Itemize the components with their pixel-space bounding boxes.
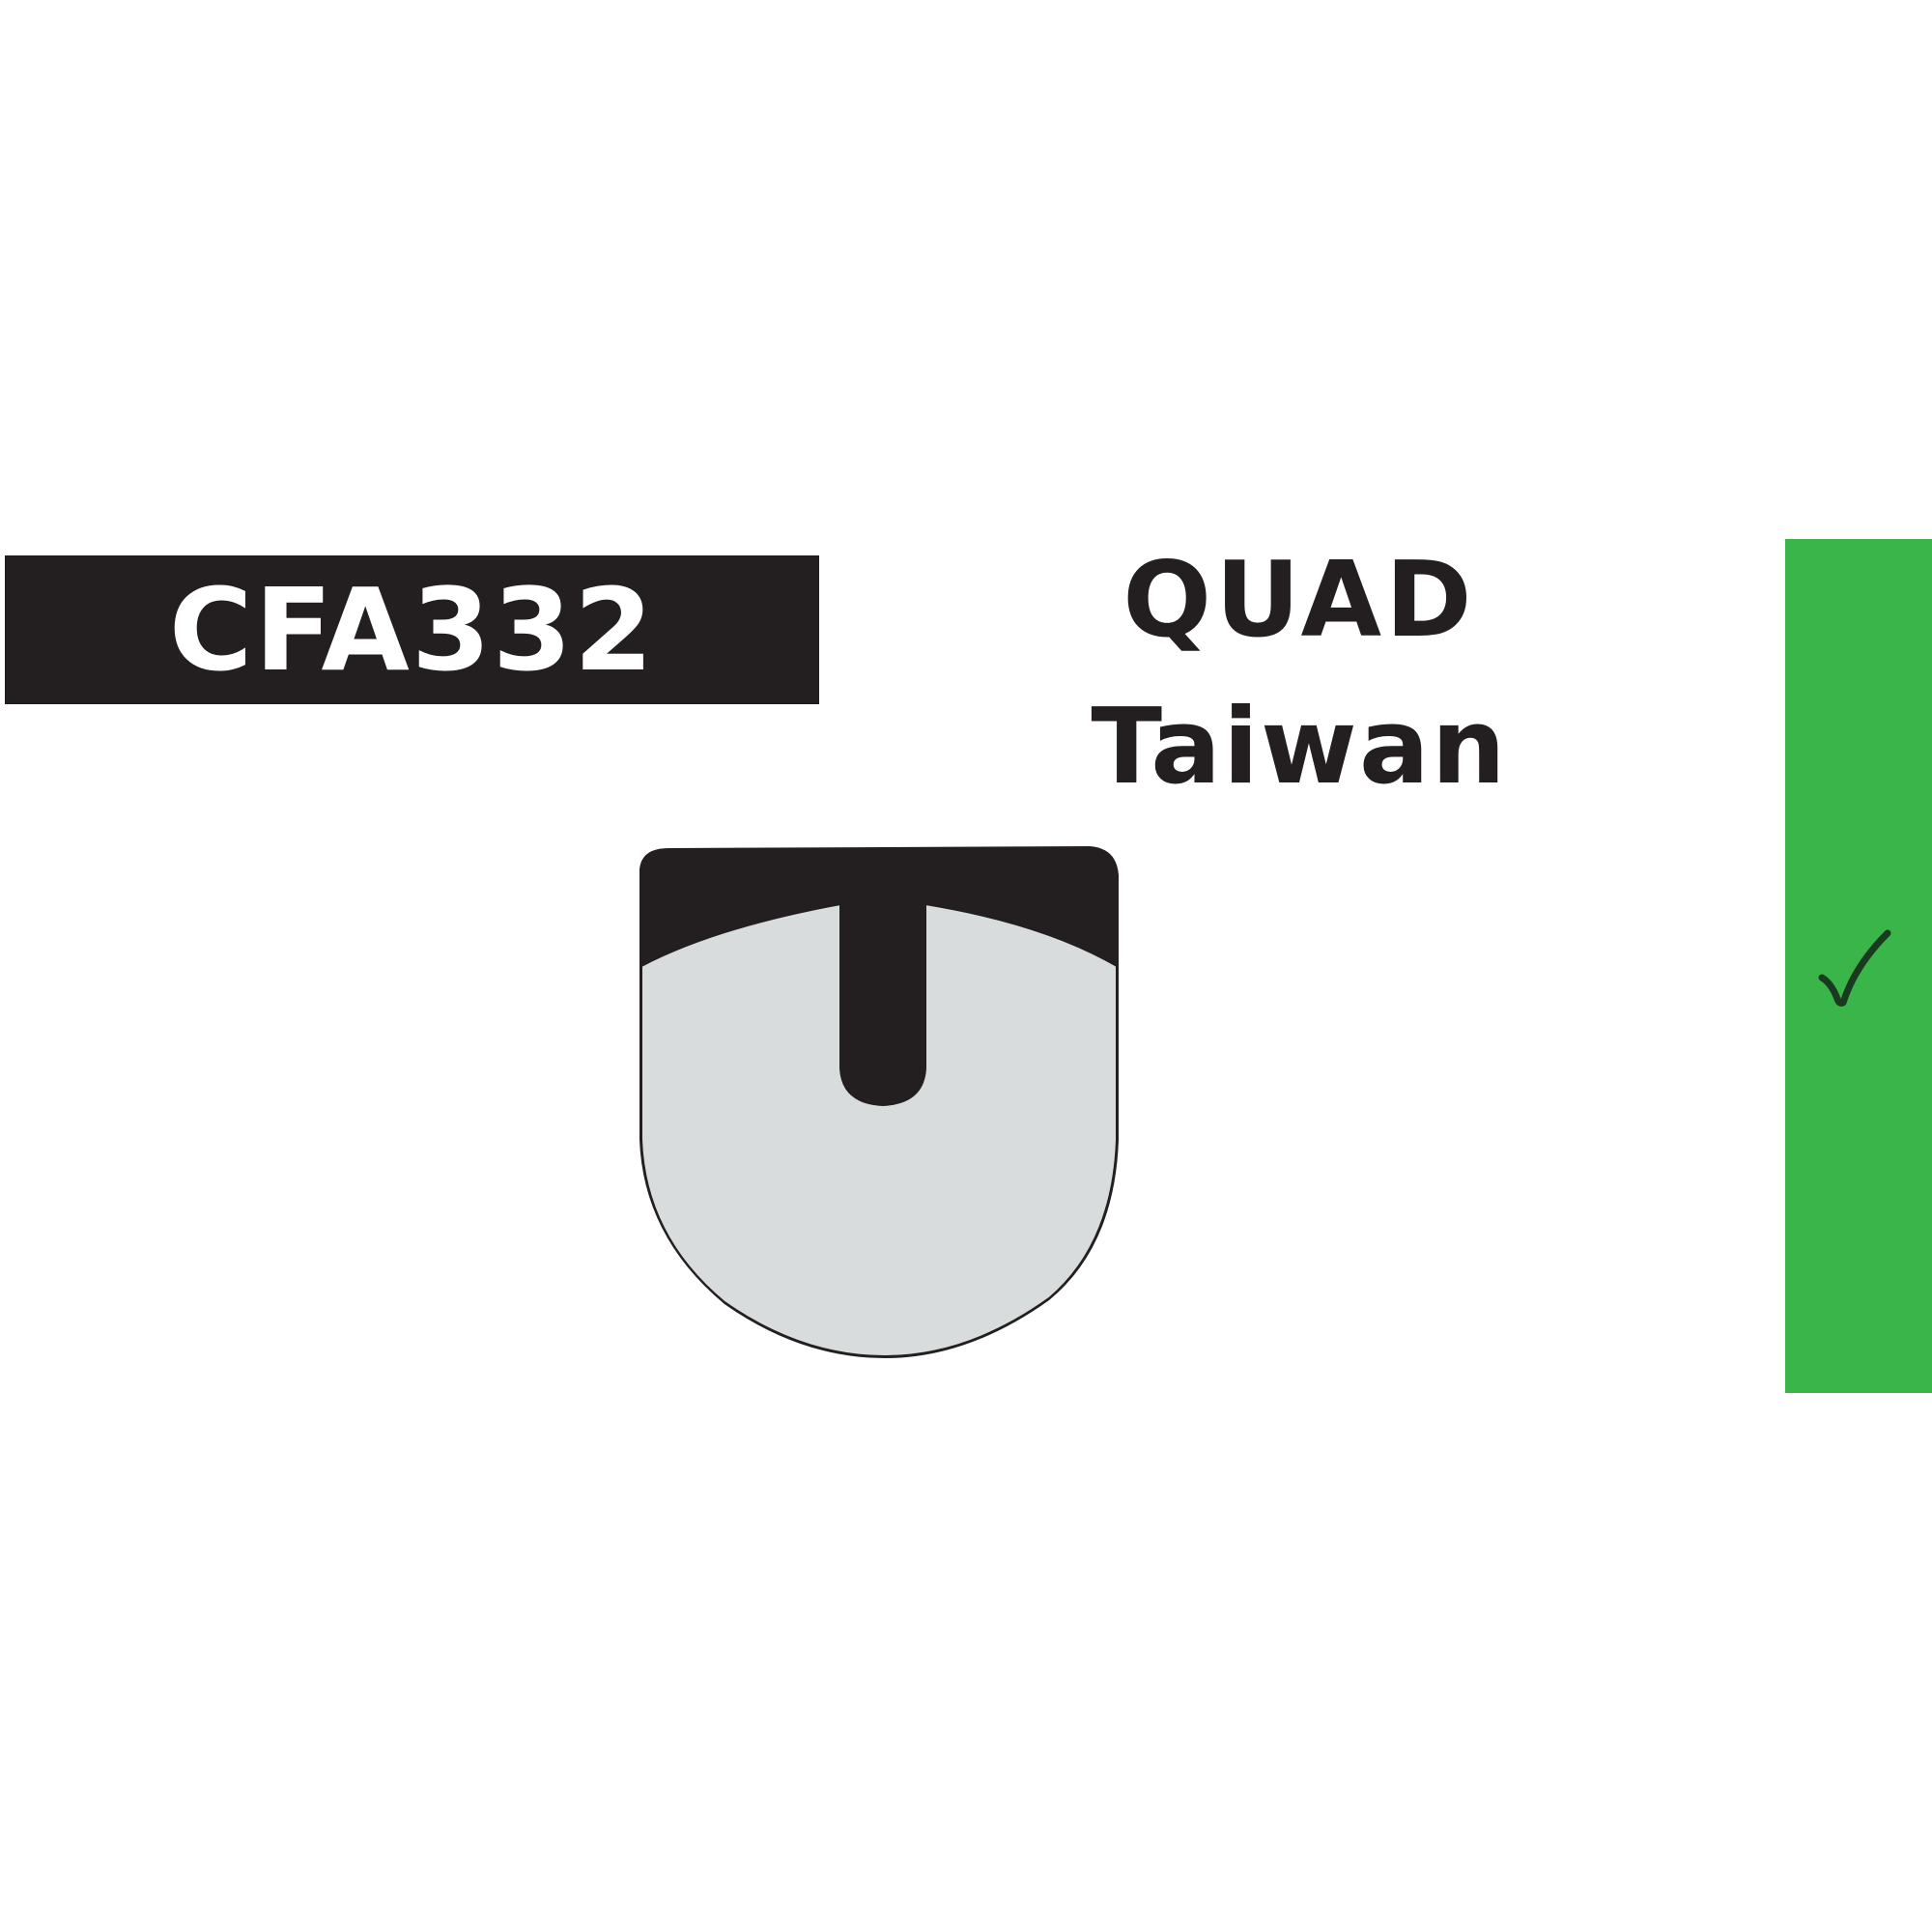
pad-compound	[640, 902, 1118, 1358]
compatibility-strip	[1785, 539, 1932, 1393]
brand-name: QUAD	[1122, 540, 1476, 661]
brake-pad-diagram	[639, 846, 1119, 1358]
product-code-banner: CFA332	[5, 555, 819, 704]
check-icon	[1818, 929, 1891, 1007]
product-code: CFA332	[168, 563, 656, 696]
origin-country: Taiwan	[1091, 687, 1508, 808]
